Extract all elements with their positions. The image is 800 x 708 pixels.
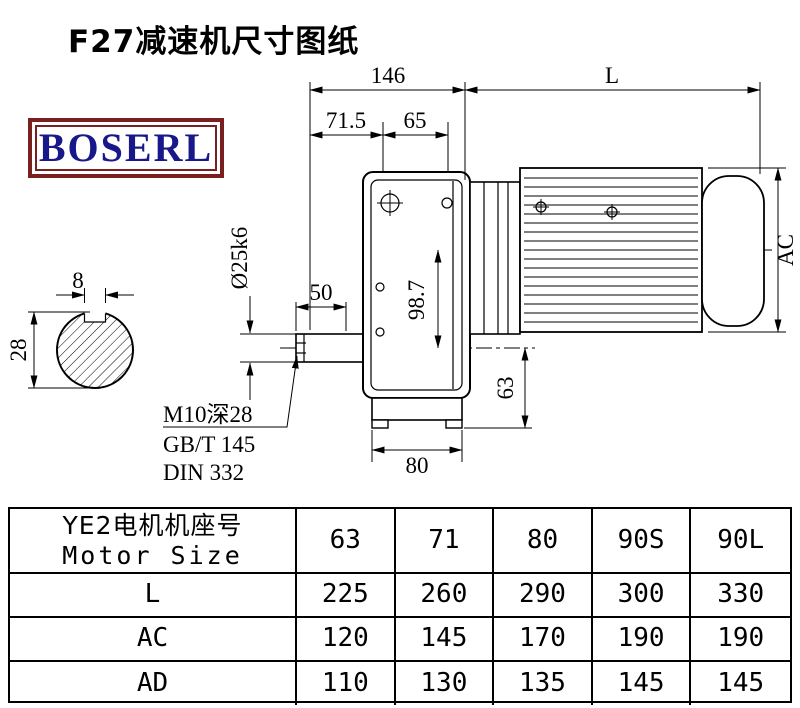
dim-L-label: L <box>605 63 619 88</box>
bottom-flange <box>371 397 463 421</box>
row-label-AC: AC <box>10 618 297 662</box>
table-value: 290 <box>494 574 593 618</box>
bolt-hole-icon <box>377 190 403 216</box>
table-value: 145 <box>717 667 765 698</box>
gearbox-housing <box>295 171 471 429</box>
note-gb-standard-label: GB/T 145 <box>163 432 255 457</box>
dim-shaft-section-dia-label: 28 <box>6 339 31 362</box>
dim-65-label: 65 <box>404 108 427 133</box>
table-value: 190 <box>592 618 692 662</box>
reducer-dimension-drawing: 8 28 <box>6 63 798 485</box>
bolt-hole-icon <box>375 327 385 337</box>
table-value: 300 <box>592 574 692 618</box>
motor-bolt-icon <box>604 204 620 220</box>
boserl-logo: BOSERL <box>28 118 224 178</box>
table-value: 110 <box>297 662 396 705</box>
foot-right <box>445 419 463 429</box>
dim-keyway-width-label: 8 <box>72 268 84 293</box>
table-header-en: Motor Size <box>62 540 243 570</box>
table-value: 120 <box>297 618 396 662</box>
frame-size-col-2: 71 <box>395 509 495 574</box>
table-value: 330 <box>691 574 790 618</box>
page-title: F27减速机尺寸图纸 <box>68 24 360 60</box>
motor-bolt-icon <box>533 199 549 215</box>
dim-80-label: 80 <box>406 453 429 478</box>
dimension-lines: 146 L 71.5 65 Ø25k6 50 98.7 63 <box>163 63 798 485</box>
boserl-logo-frame: BOSERL <box>35 125 217 171</box>
note-din-standard-label: DIN 332 <box>163 460 244 485</box>
motor-cooling-fins <box>524 177 698 323</box>
table-value: 170 <box>494 618 593 662</box>
table-header-cn: YE2电机机座号 <box>62 510 243 540</box>
table-value: 260 <box>395 574 495 618</box>
frame-size-col-3: 80 <box>494 509 593 574</box>
table-value: 225 <box>297 574 396 618</box>
table-header-motor-size: YE2电机机座号 Motor Size <box>10 509 297 574</box>
dim-71-5-label: 71.5 <box>326 108 366 133</box>
table-value: 145 <box>395 618 495 662</box>
shaft-cross-section: 8 28 <box>6 268 134 389</box>
motor-adapter-flange <box>469 181 521 335</box>
dim-98-7-label: 98.7 <box>404 280 429 320</box>
table-value: 145 <box>593 662 692 705</box>
note-thread-label: M10深28 <box>163 402 252 427</box>
dim-146-label: 146 <box>371 63 406 88</box>
dim-50-label: 50 <box>310 280 333 305</box>
motor <box>469 167 765 335</box>
boserl-logo-text: BOSERL <box>38 125 214 170</box>
motor-fan-cover <box>701 175 765 327</box>
bolt-hole-icon <box>441 197 453 209</box>
frame-size-col-4: 90S <box>592 509 692 574</box>
table-value: 190 <box>691 618 790 662</box>
output-shaft <box>295 333 364 363</box>
table-value: 135 <box>494 662 593 705</box>
keyway-slot <box>83 313 107 323</box>
motor-size-table: YE2电机机座号 Motor Size 63 71 80 90S 90L L 2… <box>8 507 792 705</box>
table-value: 130 <box>396 662 495 705</box>
row-label-AD: AD <box>10 662 297 705</box>
bolt-hole-icon <box>375 282 385 292</box>
dim-AC-label: AC <box>773 234 798 266</box>
dim-shaft-diameter-label: Ø25k6 <box>227 227 252 290</box>
foot-left <box>371 419 389 429</box>
dim-63-label: 63 <box>493 377 518 400</box>
row-label-L: L <box>10 574 297 618</box>
frame-size-col-1: 63 <box>297 509 396 574</box>
frame-size-col-5: 90L <box>691 509 790 574</box>
